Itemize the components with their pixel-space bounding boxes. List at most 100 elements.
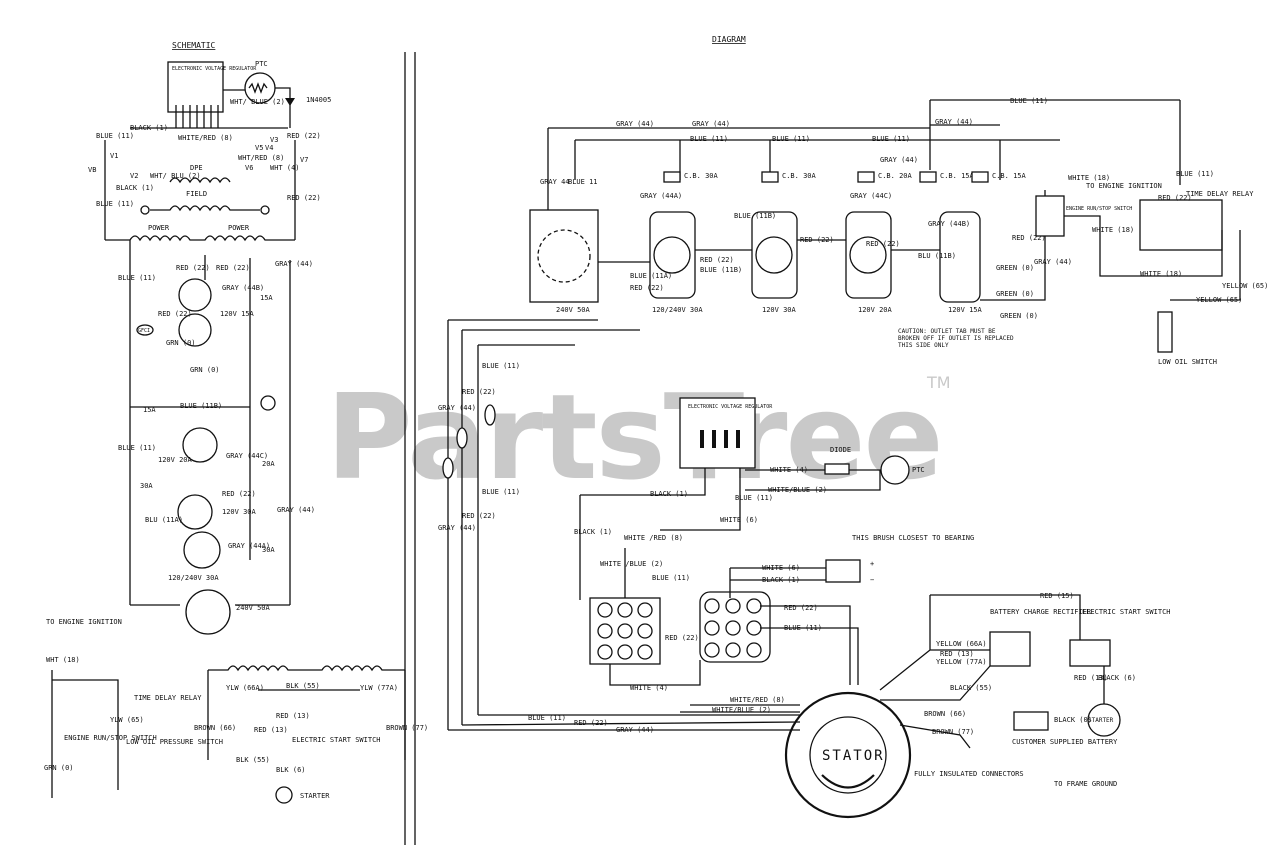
grn-0-a-label: GRN (0) [166,339,196,347]
breaker-15a-icon [919,171,937,183]
gfci-label: GFCI [138,328,150,334]
breaker-30a-icon [761,171,779,183]
receptacle-120v-15a [939,211,981,303]
green-0-a-label: GREEN (0) [996,264,1034,272]
white-6-label: WHITE (6) [720,516,758,524]
blue-11a-label: BLUE (11A) [630,272,672,280]
red-13-b-label: RED (13) [276,712,310,720]
r120v-30a-label: 120V 30A [762,306,797,314]
blue-11-r-label: BLUE (11) [1176,170,1214,178]
gray-44-c1-label: GRAY (44) [880,156,918,164]
gray-44-g-label: GRAY (44) [1034,258,1072,266]
electronic-voltage-regulator-icon [679,397,756,469]
white-4-a-label: WHITE (4) [770,466,808,474]
brush-holder-icon [825,559,861,583]
diode-icon [285,98,295,106]
diode-label: DIODE [830,446,851,454]
to-engine-ignition-label: TO ENGINE IGNITION [1086,182,1162,190]
connector-icon [442,457,454,479]
blu-11b-label: BLU (11B) [918,252,956,260]
ptc-label: PTC [912,466,925,474]
ptc-resistor-icon [248,82,268,94]
30a-b-label: 30A [262,546,275,554]
gray-44-label: GRAY (44) [275,260,313,268]
gray-44-l-label: GRAY (44) [438,404,476,412]
yellow-77a-label: YELLOW (77A) [936,658,987,666]
blk-6-label: BLK (6) [276,766,306,774]
wht-blue-2-label: WHT/ BLUE (2) [230,98,285,106]
red-13-label: RED (13) [940,650,974,658]
outlet-120v-20a-icon [182,427,218,463]
caution-note: CAUTION: OUTLET TAB MUST BE BROKEN OFF I… [898,328,1014,349]
black-0-label: BLACK (0) [1054,716,1092,724]
grn-0-label: GRN (0) [44,764,74,772]
blue-11-v-label: BLUE 11 [568,178,598,186]
r240v-50a-label: 240V 50A [556,306,591,314]
schematic-heading: SCHEMATIC [172,41,216,50]
red-22-f-label: RED (22) [222,490,256,498]
v6-label: V6 [245,164,253,172]
r120v-20a-label: 120V 20A [158,456,193,464]
red-22-l-label: RED (22) [462,388,496,396]
brush-note-label: THIS BRUSH CLOSEST TO BEARING [852,534,974,542]
connector-icon [456,427,468,449]
receptacle-120-240v-30a-icon [653,236,691,274]
blue-11b-a-label: BLUE (11B) [734,212,776,220]
cb-30a-2-label: C.B. 30A [782,172,817,180]
time-delay-relay-label: TIME DELAY RELAY [134,694,202,702]
receptacle-120-240v-30a [649,211,696,299]
caution-text: CAUTION: OUTLET TAB MUST BE BROKEN OFF I… [898,328,1014,349]
breaker-30a-icon [663,171,681,183]
red-22-d-label: RED (22) [216,264,250,272]
schematic-section: ELECTRONIC VOLTAGE REGULATOR PTC 1N4005 … [88,60,331,635]
15a-breaker-label: 15A [260,294,273,302]
time-delay-relay-icon [1139,199,1223,251]
r120v-30a-label: 120V 30A [222,508,257,516]
brown-66-label: BROWN (66) [194,724,236,732]
cb-20a-label: C.B. 20A [878,172,913,180]
blk-55-b-label: BLK (55) [236,756,270,764]
engine-control-section: TO ENGINE IGNITION WHT (18) TIME DELAY R… [44,618,428,804]
starter-label: STARTER [1088,717,1114,724]
black-1-b-label: BLACK (1) [116,184,154,192]
blue-11-n-label: BLUE (11) [652,574,690,582]
red-13-a-label: RED (13) [254,726,288,734]
gray-44b-label: GRAY (44B) [928,220,970,228]
engine-run-stop-switch-icon [1035,195,1065,237]
black-1-a-label: BLACK (1) [650,490,688,498]
field-winding-icon [150,205,260,212]
red-22-l2-label: RED (22) [462,512,496,520]
breaker-15a-icon [971,171,989,183]
blue-11-d-label: BLUE (11) [118,444,156,452]
dpe-winding-icon [169,177,231,184]
voltage-regulator-label: ELECTRONIC VOLTAGE REGULATOR [172,66,257,72]
blue-11-mid2-label: BLUE (11) [772,135,810,143]
diode-1n4005-label: 1N4005 [306,96,331,104]
outlet-120v-30a-icon [177,494,213,530]
blue-11-mid3-label: BLUE (11) [872,135,910,143]
white-red-8-label: WHITE/RED (8) [178,134,233,142]
charge-winding-icon [208,665,405,672]
blue-11-top-label: BLUE (11) [1010,97,1048,105]
blue-11-mid1-label: BLUE (11) [690,135,728,143]
blue-11b-b-label: BLUE (11B) [700,266,742,274]
r240v-50a-label: 240V 50A [236,604,271,612]
connector-icon [484,404,496,426]
r120v-15a-label: 120V 15A [220,310,255,318]
r120-240v-30a-label: 120/240V 30A [168,574,219,582]
minus-label: − [870,576,874,584]
stator-inner-icon [809,716,887,794]
ptc-icon [880,455,910,485]
red-22-r5-label: RED (22) [1012,234,1046,242]
white-blue-2-b-label: WHITE /BLUE (2) [600,560,663,568]
black-1-b-label: BLACK (1) [574,528,612,536]
field-label: FIELD [186,190,207,198]
r120-240v-30a-label: 120/240V 30A [652,306,703,314]
outlet-120-240v-30a-icon [183,531,221,569]
regulator-terminals [175,105,219,128]
electric-start-switch-icon [1069,639,1111,667]
electric-start-switch-label: ELECTRIC START SWITCH [292,736,381,744]
red-22-c-label: RED (22) [176,264,210,272]
